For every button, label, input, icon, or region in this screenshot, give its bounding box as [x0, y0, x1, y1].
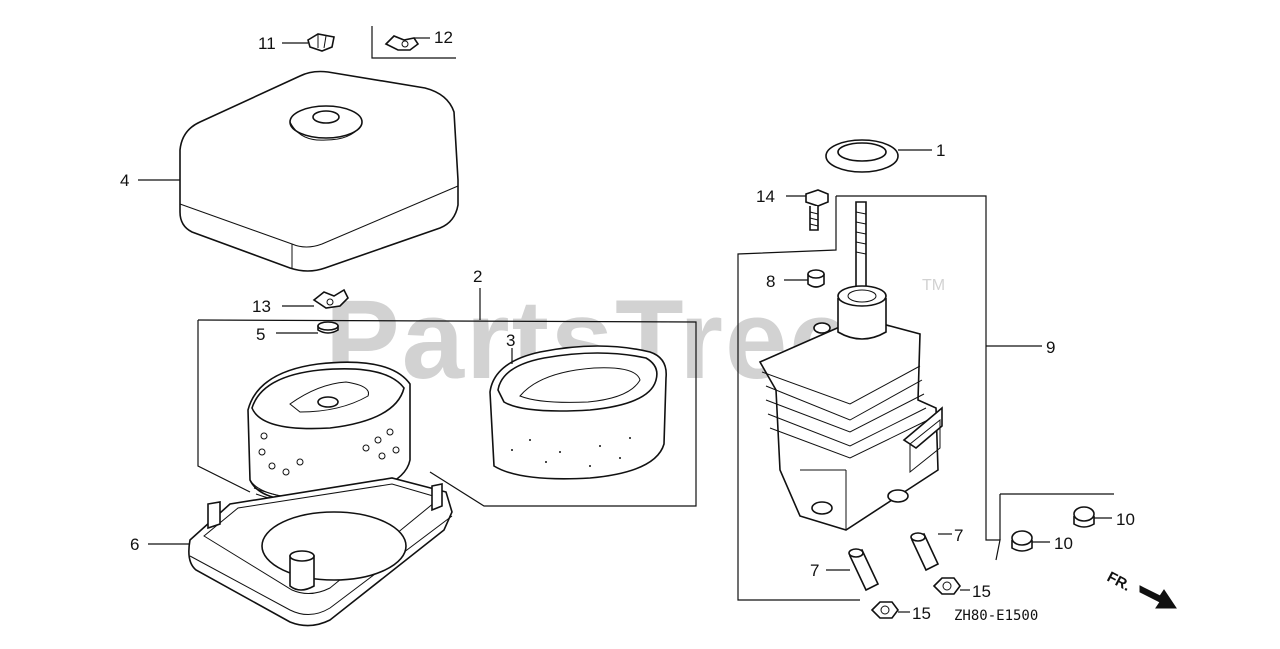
- part-4-cover[interactable]: [179, 70, 459, 272]
- callout-10b[interactable]: 10: [1054, 534, 1073, 553]
- bracket-9-left: [737, 196, 860, 601]
- bracket-2-left: [197, 320, 251, 493]
- front-arrow-icon: [1139, 585, 1177, 609]
- part-11-clip[interactable]: [307, 33, 335, 52]
- callout-10a[interactable]: 10: [1116, 510, 1135, 529]
- part-14-bolt[interactable]: [805, 189, 829, 231]
- part-10-cap-nut-upper[interactable]: [1073, 506, 1095, 528]
- callout-14[interactable]: 14: [756, 187, 775, 206]
- bracket-9-top: [836, 195, 1001, 561]
- callout-15b[interactable]: 15: [912, 604, 931, 623]
- part-7-tube-upper[interactable]: [910, 532, 940, 572]
- bracket-2: [197, 319, 697, 507]
- part-6-base[interactable]: [188, 477, 453, 627]
- callout-1[interactable]: 1: [936, 141, 945, 160]
- part-15-nut-right[interactable]: [932, 577, 961, 595]
- part-5-grommet[interactable]: [317, 321, 339, 334]
- callout-12[interactable]: 12: [434, 28, 453, 47]
- bracket-11-12: [371, 26, 456, 59]
- watermark-trademark: TM: [922, 277, 945, 294]
- part-12-wing-nut[interactable]: [384, 35, 420, 51]
- callout-6[interactable]: 6: [130, 535, 139, 554]
- part-9-case[interactable]: [758, 201, 943, 531]
- callout-11[interactable]: 11: [258, 34, 276, 53]
- callout-13[interactable]: 13: [252, 297, 271, 316]
- part-8-collar[interactable]: [807, 269, 825, 288]
- callout-2[interactable]: 2: [473, 267, 482, 286]
- callout-8[interactable]: 8: [766, 272, 775, 291]
- diagram-reference: ZH80-E1500: [954, 608, 1038, 624]
- part-10-cap-nut-lower[interactable]: [1011, 530, 1033, 552]
- front-direction-indicator: FR.: [1104, 569, 1177, 609]
- callout-3[interactable]: 3: [506, 331, 515, 350]
- part-1-seal[interactable]: [825, 139, 899, 173]
- part-15-nut-left[interactable]: [870, 601, 899, 619]
- callout-7b[interactable]: 7: [810, 561, 819, 580]
- callout-4[interactable]: 4: [120, 171, 129, 190]
- callout-5[interactable]: 5: [256, 325, 265, 344]
- callout-7a[interactable]: 7: [954, 526, 963, 545]
- part-13-wing-nut[interactable]: [312, 288, 349, 309]
- part-3-foam-element[interactable]: [489, 345, 667, 480]
- part-2-element[interactable]: [247, 361, 411, 505]
- callout-15a[interactable]: 15: [972, 582, 991, 601]
- front-direction-label: FR.: [1104, 569, 1133, 595]
- part-7-tube-lower[interactable]: [848, 548, 880, 592]
- callout-9[interactable]: 9: [1046, 338, 1055, 357]
